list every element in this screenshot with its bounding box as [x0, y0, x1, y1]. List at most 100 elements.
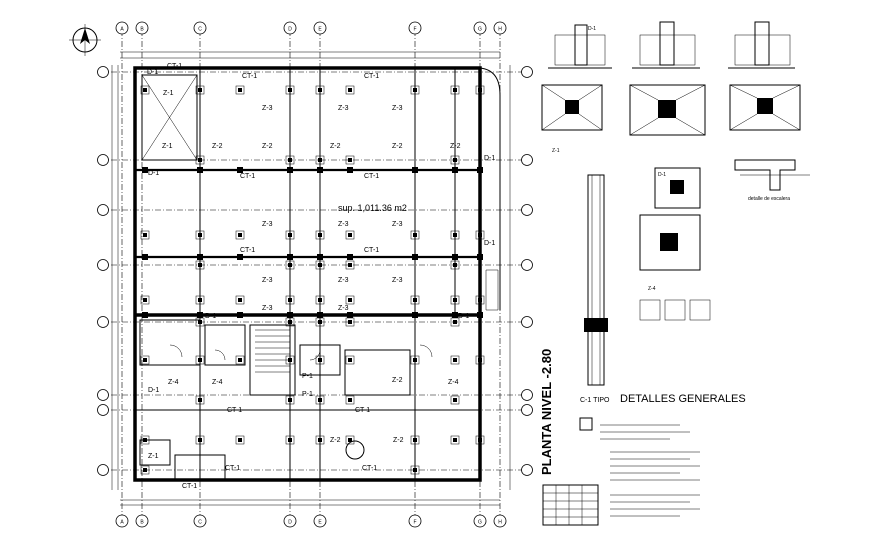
column [317, 167, 323, 173]
footing-section-1: D-1 [548, 24, 612, 69]
column [198, 158, 202, 162]
axis-bubble [521, 464, 533, 476]
footing [195, 355, 205, 365]
column [288, 320, 292, 324]
footing-plan-2 [629, 84, 706, 136]
column [197, 312, 203, 318]
axis-letter: H [498, 520, 502, 526]
column [412, 254, 418, 260]
ct1-label: CT-1 [364, 173, 379, 180]
column [348, 320, 352, 324]
column [143, 233, 147, 237]
z1-label: Z-1 [552, 148, 560, 154]
axis-bubble [408, 514, 422, 528]
column [238, 358, 242, 362]
footing [450, 355, 460, 365]
footing [345, 230, 355, 240]
footing [315, 355, 325, 365]
z4-label: Z-4 [212, 379, 223, 386]
axis-bubble [521, 204, 533, 216]
footing [450, 85, 460, 95]
footing [195, 230, 205, 240]
column [478, 233, 482, 237]
footing [475, 85, 485, 95]
axis-letter: E [318, 520, 322, 526]
footing [140, 435, 150, 445]
column [453, 233, 457, 237]
footing [285, 230, 295, 240]
footing [410, 85, 420, 95]
footing [285, 260, 295, 270]
d1-plan-detail: D-1 [654, 167, 701, 209]
axis-letter: E [318, 27, 322, 33]
axis-bubble [135, 514, 149, 528]
column [198, 88, 202, 92]
column [478, 88, 482, 92]
z3-label: Z-3 [392, 277, 403, 284]
column [198, 233, 202, 237]
footings [140, 85, 485, 475]
column [413, 468, 417, 472]
column [453, 158, 457, 162]
axis-bubble [313, 514, 327, 528]
p1-label: P-1 [302, 391, 313, 398]
axis-letter: A [120, 27, 124, 33]
footing [285, 85, 295, 95]
axis-bubble [493, 21, 507, 35]
column [412, 312, 418, 318]
axis-letter: C [198, 27, 202, 33]
column [318, 88, 322, 92]
general-notes [579, 417, 700, 517]
axis-letter: D [288, 27, 292, 33]
footing [410, 435, 420, 445]
z3-label: Z-3 [338, 221, 349, 228]
z3-label: Z-3 [338, 105, 349, 112]
z2-label: Z-2 [262, 143, 273, 150]
footing [345, 155, 355, 165]
footing [315, 295, 325, 305]
column [318, 298, 322, 302]
column [348, 398, 352, 402]
z3-label: Z-3 [262, 105, 273, 112]
column [413, 233, 417, 237]
ct1-label: CT-1 [167, 63, 182, 70]
footing-plan-1: Z-1 [541, 84, 603, 154]
d1-label: D-1 [484, 240, 495, 247]
footing [450, 260, 460, 270]
d1-label: D-1 [147, 69, 158, 76]
column [237, 254, 243, 260]
axis-bubble [521, 154, 533, 166]
footing [285, 295, 295, 305]
column [143, 468, 147, 472]
footing [235, 295, 245, 305]
footing-plan-3 [729, 84, 801, 131]
axis-letter: B [140, 520, 144, 526]
north-arrow-icon [69, 24, 101, 56]
column [347, 312, 353, 318]
column [413, 88, 417, 92]
column [348, 158, 352, 162]
column [318, 320, 322, 324]
footing [195, 85, 205, 95]
column [413, 298, 417, 302]
column [143, 358, 147, 362]
footing [345, 435, 355, 445]
column [198, 298, 202, 302]
z3-label: Z-3 [392, 221, 403, 228]
column [348, 88, 352, 92]
details-heading: DETALLES GENERALES [620, 393, 746, 405]
axis-letter: C [198, 520, 202, 526]
column [288, 263, 292, 267]
column [452, 312, 458, 318]
footing [235, 355, 245, 365]
z3-label: Z-3 [262, 305, 273, 312]
axis-bubble [97, 389, 109, 401]
footing [475, 435, 485, 445]
column [198, 320, 202, 324]
axis-bubble [283, 514, 297, 528]
column [413, 358, 417, 362]
p1-label: P-1 [302, 373, 313, 380]
column [238, 438, 242, 442]
axis-bubble [97, 404, 109, 416]
